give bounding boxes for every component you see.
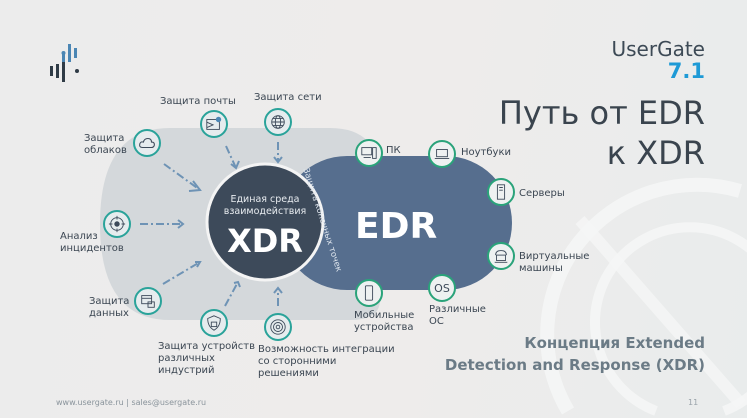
edr-item-label: Ноутбуки	[461, 147, 512, 158]
footer-links[interactable]: www.usergate.ru | sales@usergate.ru	[56, 398, 207, 407]
xdr-item-label: Защита облаков	[84, 133, 127, 156]
xdr-item-label: Возможность интеграции со сторонними реш…	[258, 344, 395, 379]
globe-icon	[264, 108, 292, 136]
edr-item-label: ПК	[386, 145, 401, 156]
server-icon	[487, 178, 515, 206]
title-line1: Путь от EDR	[498, 94, 705, 132]
brand-name: UserGate	[611, 37, 706, 61]
xdr-item-label: Защита данных	[89, 296, 130, 319]
data-lock-icon	[134, 287, 162, 315]
pc-icon	[355, 139, 383, 167]
page-number: 11	[688, 398, 699, 407]
xdr-item-label: Анализ инцидентов	[60, 231, 124, 254]
xdr-item-label: Защита почты	[160, 96, 236, 107]
subtitle-line2: Detection and Response (XDR)	[444, 356, 705, 374]
xdr-item-label: Защита устройств различных индустрий	[158, 341, 256, 376]
os-icon: OS	[428, 274, 456, 302]
shield-lock-icon	[200, 309, 228, 337]
edr-item-label: Различные ОС	[429, 304, 486, 327]
bug-target-icon	[103, 210, 131, 238]
xdr-item-label: Защита сети	[254, 92, 322, 103]
mobile-icon	[355, 279, 383, 307]
laptop-icon	[428, 140, 456, 168]
cloud-icon	[133, 129, 161, 157]
edr-label: EDR	[355, 206, 438, 247]
edr-item-label: Виртуальные машины	[519, 251, 590, 274]
title-line2: к XDR	[606, 134, 705, 172]
edr-item-label: Серверы	[519, 188, 565, 199]
mail-icon	[200, 110, 228, 138]
virtual-machine-icon	[487, 242, 515, 270]
edr-item-label: Мобильные устройства	[354, 310, 415, 333]
usergate-logo	[50, 44, 79, 82]
xdr-caption: Единая среда взаимодействия	[223, 194, 307, 217]
xdr-label: XDR	[227, 222, 303, 260]
brand-version: 7.1	[667, 59, 705, 83]
gear-integration-icon	[264, 313, 292, 341]
subtitle-line1: Концепция Extended	[524, 334, 705, 352]
